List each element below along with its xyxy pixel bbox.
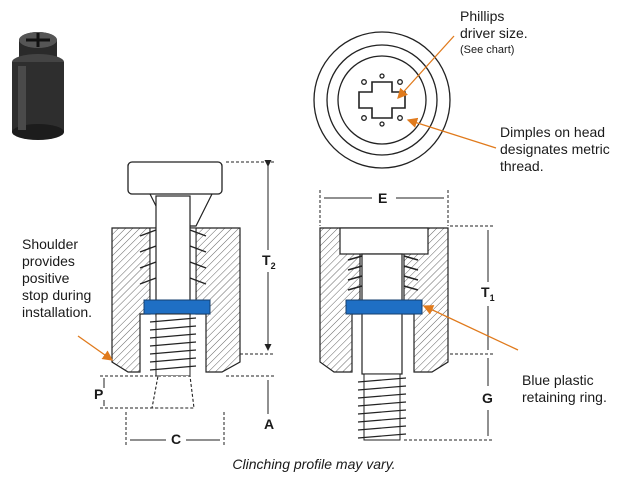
dim-e: E <box>378 190 388 206</box>
dimension-lines <box>100 160 494 446</box>
phillips-note: (See chart) <box>460 44 515 56</box>
dim-a: A <box>264 416 275 432</box>
shoulder-line-5: installation. <box>22 304 93 320</box>
dim-t1: T1 <box>481 284 495 303</box>
dim-g: G <box>482 390 493 406</box>
shoulder-line-2: provides <box>22 253 75 269</box>
phillips-line-2: driver size. <box>460 25 528 41</box>
shoulder-line-1: Shoulder <box>22 236 79 252</box>
fastener-left-view <box>111 161 241 409</box>
ring-line-2: retaining ring. <box>522 389 607 405</box>
dimples-line-2: designates metric <box>500 141 610 157</box>
dimples-line-1: Dimples on head <box>500 124 606 140</box>
dimples-line-3: thread. <box>500 158 544 174</box>
ring-callout: Blue plastic retaining ring. <box>522 372 607 406</box>
dimples-callout: Dimples on head designates metric thread… <box>500 124 610 175</box>
shoulder-line-3: positive <box>22 270 70 286</box>
shoulder-line-4: stop during <box>22 287 92 303</box>
ring-line-1: Blue plastic <box>522 372 594 388</box>
dim-c: C <box>171 431 182 447</box>
phillips-line-1: Phillips <box>460 8 505 24</box>
dim-p: P <box>94 386 104 402</box>
head-top-view <box>313 31 451 169</box>
dim-t2: T2 <box>262 252 276 271</box>
callout-arrows <box>77 35 519 361</box>
phillips-callout: Phillips driver size. (See chart) <box>460 8 528 59</box>
product-photo <box>12 32 64 140</box>
fastener-right-view <box>319 227 449 441</box>
shoulder-callout: Shoulder provides positive stop during i… <box>22 236 92 321</box>
figure-caption: Clinching profile may vary. <box>232 456 396 472</box>
